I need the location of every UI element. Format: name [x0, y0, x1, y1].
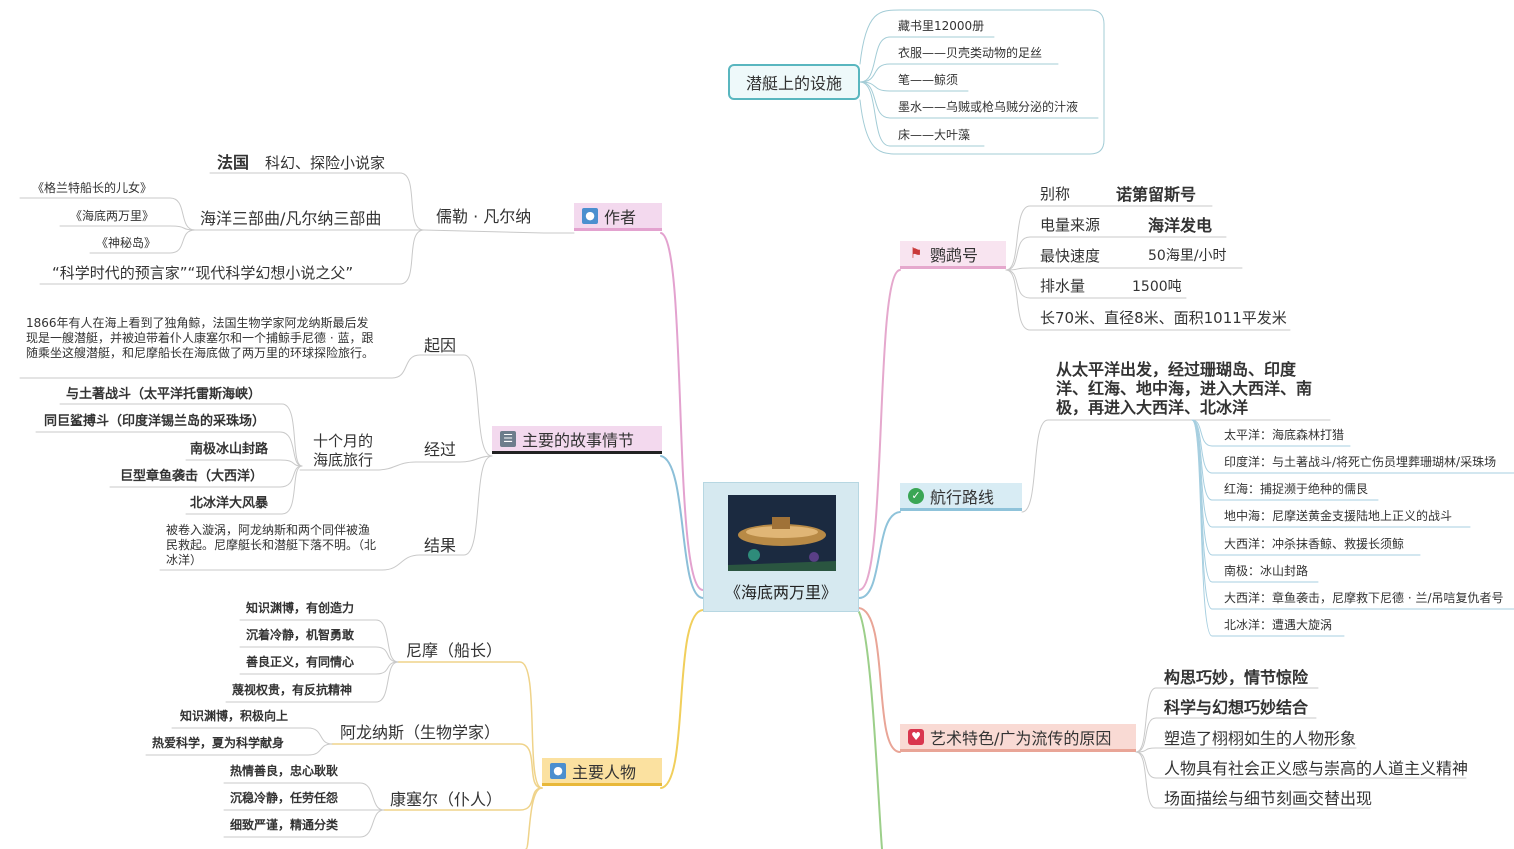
author-name[interactable]: 儒勒 · 凡尔纳 [436, 207, 532, 226]
nautilus-label[interactable]: 排水量 [1040, 277, 1086, 295]
work-item[interactable]: 《海底两万里》 [70, 209, 155, 223]
character-trait[interactable]: 知识渊博，积极向上 [180, 709, 289, 723]
plot-event[interactable]: 南极冰山封路 [190, 442, 269, 457]
facility-item[interactable]: 衣服——贝壳类动物的足丝 [898, 46, 1043, 60]
author-country[interactable]: 法国 [217, 153, 250, 172]
character-trait[interactable]: 知识渊博，有创造力 [246, 601, 355, 615]
route-stop[interactable]: 地中海：尼摩送黄金支援陆地上正义的战斗 [1224, 509, 1453, 523]
character-trait[interactable]: 热情善良，忠心耿耿 [230, 764, 339, 778]
character-trait[interactable]: 热爱科学，夏为科学献身 [152, 736, 285, 750]
plot-topic-label: 主要的故事情节 [522, 430, 635, 450]
characters-topic-label: 主要人物 [572, 762, 637, 782]
author-profession[interactable]: 科幻、探险小说家 [265, 154, 386, 172]
nautilus-value[interactable]: 50海里/小时 [1148, 248, 1227, 264]
work-item[interactable]: 《神秘岛》 [96, 236, 157, 250]
nautilus-label[interactable]: 别称 [1040, 185, 1071, 203]
route-stop[interactable]: 红海：捕捉濒于绝种的儒艮 [1224, 482, 1369, 496]
route-icon: ✓ [908, 487, 924, 504]
route-stop[interactable]: 印度洋：与土著战斗/将死亡伤员埋葬珊瑚林/采珠场 [1224, 455, 1497, 469]
flag-icon: ⚑ [909, 245, 923, 262]
characters-topic[interactable]: ● 主要人物 [542, 758, 662, 786]
nautilus-label[interactable]: 电量来源 [1040, 216, 1101, 234]
journey-label-line2[interactable]: 海底旅行 [313, 451, 374, 469]
route-stop[interactable]: 大西洋：章鱼袭击，尼摩救下尼德 · 兰/吊唁复仇者号 [1224, 591, 1504, 605]
art-item[interactable]: 人物具有社会正义感与崇高的人道主义精神 [1164, 759, 1469, 778]
character-trait[interactable]: 蔑视权贵，有反抗精神 [232, 683, 353, 697]
character-trait[interactable]: 细致严谨，精通分类 [230, 818, 339, 832]
nautilus-label[interactable]: 最快速度 [1040, 247, 1101, 265]
plot-event[interactable]: 巨型章鱼袭击（大西洋） [120, 469, 264, 484]
character-name[interactable]: 尼摩（船长） [406, 641, 503, 660]
character-trait[interactable]: 善良正义，有同情心 [246, 655, 355, 669]
facility-item[interactable]: 笔——鲸须 [898, 73, 959, 87]
character-name[interactable]: 阿龙纳斯（生物学家） [340, 723, 501, 742]
plot-result-text[interactable]: 被卷入漩涡，阿龙纳斯和两个同伴被渔民救起。尼摩艇长和潜艇下落不明。（北冰洋） [166, 523, 377, 567]
nautilus-value[interactable]: 诺第留斯号 [1116, 185, 1197, 204]
work-item[interactable]: 《格兰特船长的儿女》 [32, 181, 153, 195]
art-topic[interactable]: ♥ 艺术特色/广为流传的原因 [900, 724, 1136, 752]
plot-topic[interactable]: ☰ 主要的故事情节 [492, 426, 662, 454]
plot-event[interactable]: 与土著战斗（太平洋托雷斯海峡） [66, 387, 262, 402]
author-topic-label: 作者 [604, 207, 637, 227]
character-trait[interactable]: 沉稳冷静，任劳任怨 [230, 791, 339, 805]
facility-item[interactable]: 藏书里12000册 [898, 19, 985, 33]
art-item[interactable]: 塑造了栩栩如生的人物形象 [1164, 729, 1357, 748]
character-name[interactable]: 康塞尔（仆人） [390, 790, 503, 809]
route-stop[interactable]: 北冰洋：遭遇大旋涡 [1224, 618, 1333, 632]
route-stop[interactable]: 南极：冰山封路 [1224, 564, 1309, 578]
plot-result-label[interactable]: 结果 [424, 536, 457, 555]
route-stop[interactable]: 太平洋：海底森林打猎 [1224, 428, 1345, 442]
route-topic-label: 航行路线 [930, 487, 995, 507]
nautilus-size[interactable]: 长70米、直径8米、面积1011平发米 [1040, 309, 1287, 327]
people-icon: ● [550, 762, 566, 779]
art-topic-label: 艺术特色/广为流传的原因 [930, 728, 1112, 748]
nautilus-value[interactable]: 海洋发电 [1148, 216, 1213, 235]
art-item[interactable]: 构思巧妙，情节惊险 [1164, 668, 1309, 687]
central-topic[interactable]: 《海底两万里》 [703, 482, 859, 612]
plot-cause-text[interactable]: 1866年有人在海上看到了独角鲸，法国生物学家阿龙纳斯最后发现是一艘潜艇，并被迫… [26, 316, 375, 360]
nautilus-topic[interactable]: ⚑ 鹦鹉号 [900, 241, 1006, 269]
person-icon: ● [582, 207, 598, 224]
art-item[interactable]: 科学与幻想巧妙结合 [1164, 698, 1309, 717]
facility-item[interactable]: 床——大叶藻 [898, 128, 971, 142]
route-topic[interactable]: ✓ 航行路线 [900, 483, 1022, 511]
plot-cause-label[interactable]: 起因 [424, 336, 457, 355]
author-titles[interactable]: “科学时代的预言家”“现代科学幻想小说之父” [52, 264, 354, 282]
route-stop[interactable]: 大西洋：冲杀抹香鲸、救援长须鲸 [1224, 537, 1405, 551]
art-item[interactable]: 场面描绘与细节刻画交替出现 [1164, 789, 1373, 808]
nautilus-value[interactable]: 1500吨 [1132, 279, 1182, 295]
route-summary[interactable]: 从太平洋出发，经过珊瑚岛、印度洋、红海、地中海，进入大西洋、南极，再进入大西洋、… [1056, 360, 1313, 417]
facility-item[interactable]: 墨水——乌贼或枪乌贼分泌的汁液 [898, 100, 1079, 114]
plot-event[interactable]: 北冰洋大风暴 [190, 496, 269, 511]
heart-icon: ♥ [908, 728, 924, 745]
journey-label-line1[interactable]: 十个月的 [313, 432, 374, 450]
author-topic[interactable]: ● 作者 [574, 203, 662, 231]
nautilus-topic-label: 鹦鹉号 [930, 245, 979, 265]
facility-topic[interactable]: 潜艇上的设施 [728, 64, 860, 100]
plot-process-label[interactable]: 经过 [424, 440, 457, 459]
central-topic-title: 《海底两万里》 [724, 583, 837, 602]
character-trait[interactable]: 沉着冷静，机智勇敢 [246, 628, 355, 642]
submarine-illustration [728, 495, 836, 571]
plot-event[interactable]: 同巨鲨搏斗（印度洋锡兰岛的采珠场） [44, 414, 266, 429]
author-trilogy[interactable]: 海洋三部曲/凡尔纳三部曲 [200, 209, 382, 228]
document-icon: ☰ [500, 430, 516, 447]
